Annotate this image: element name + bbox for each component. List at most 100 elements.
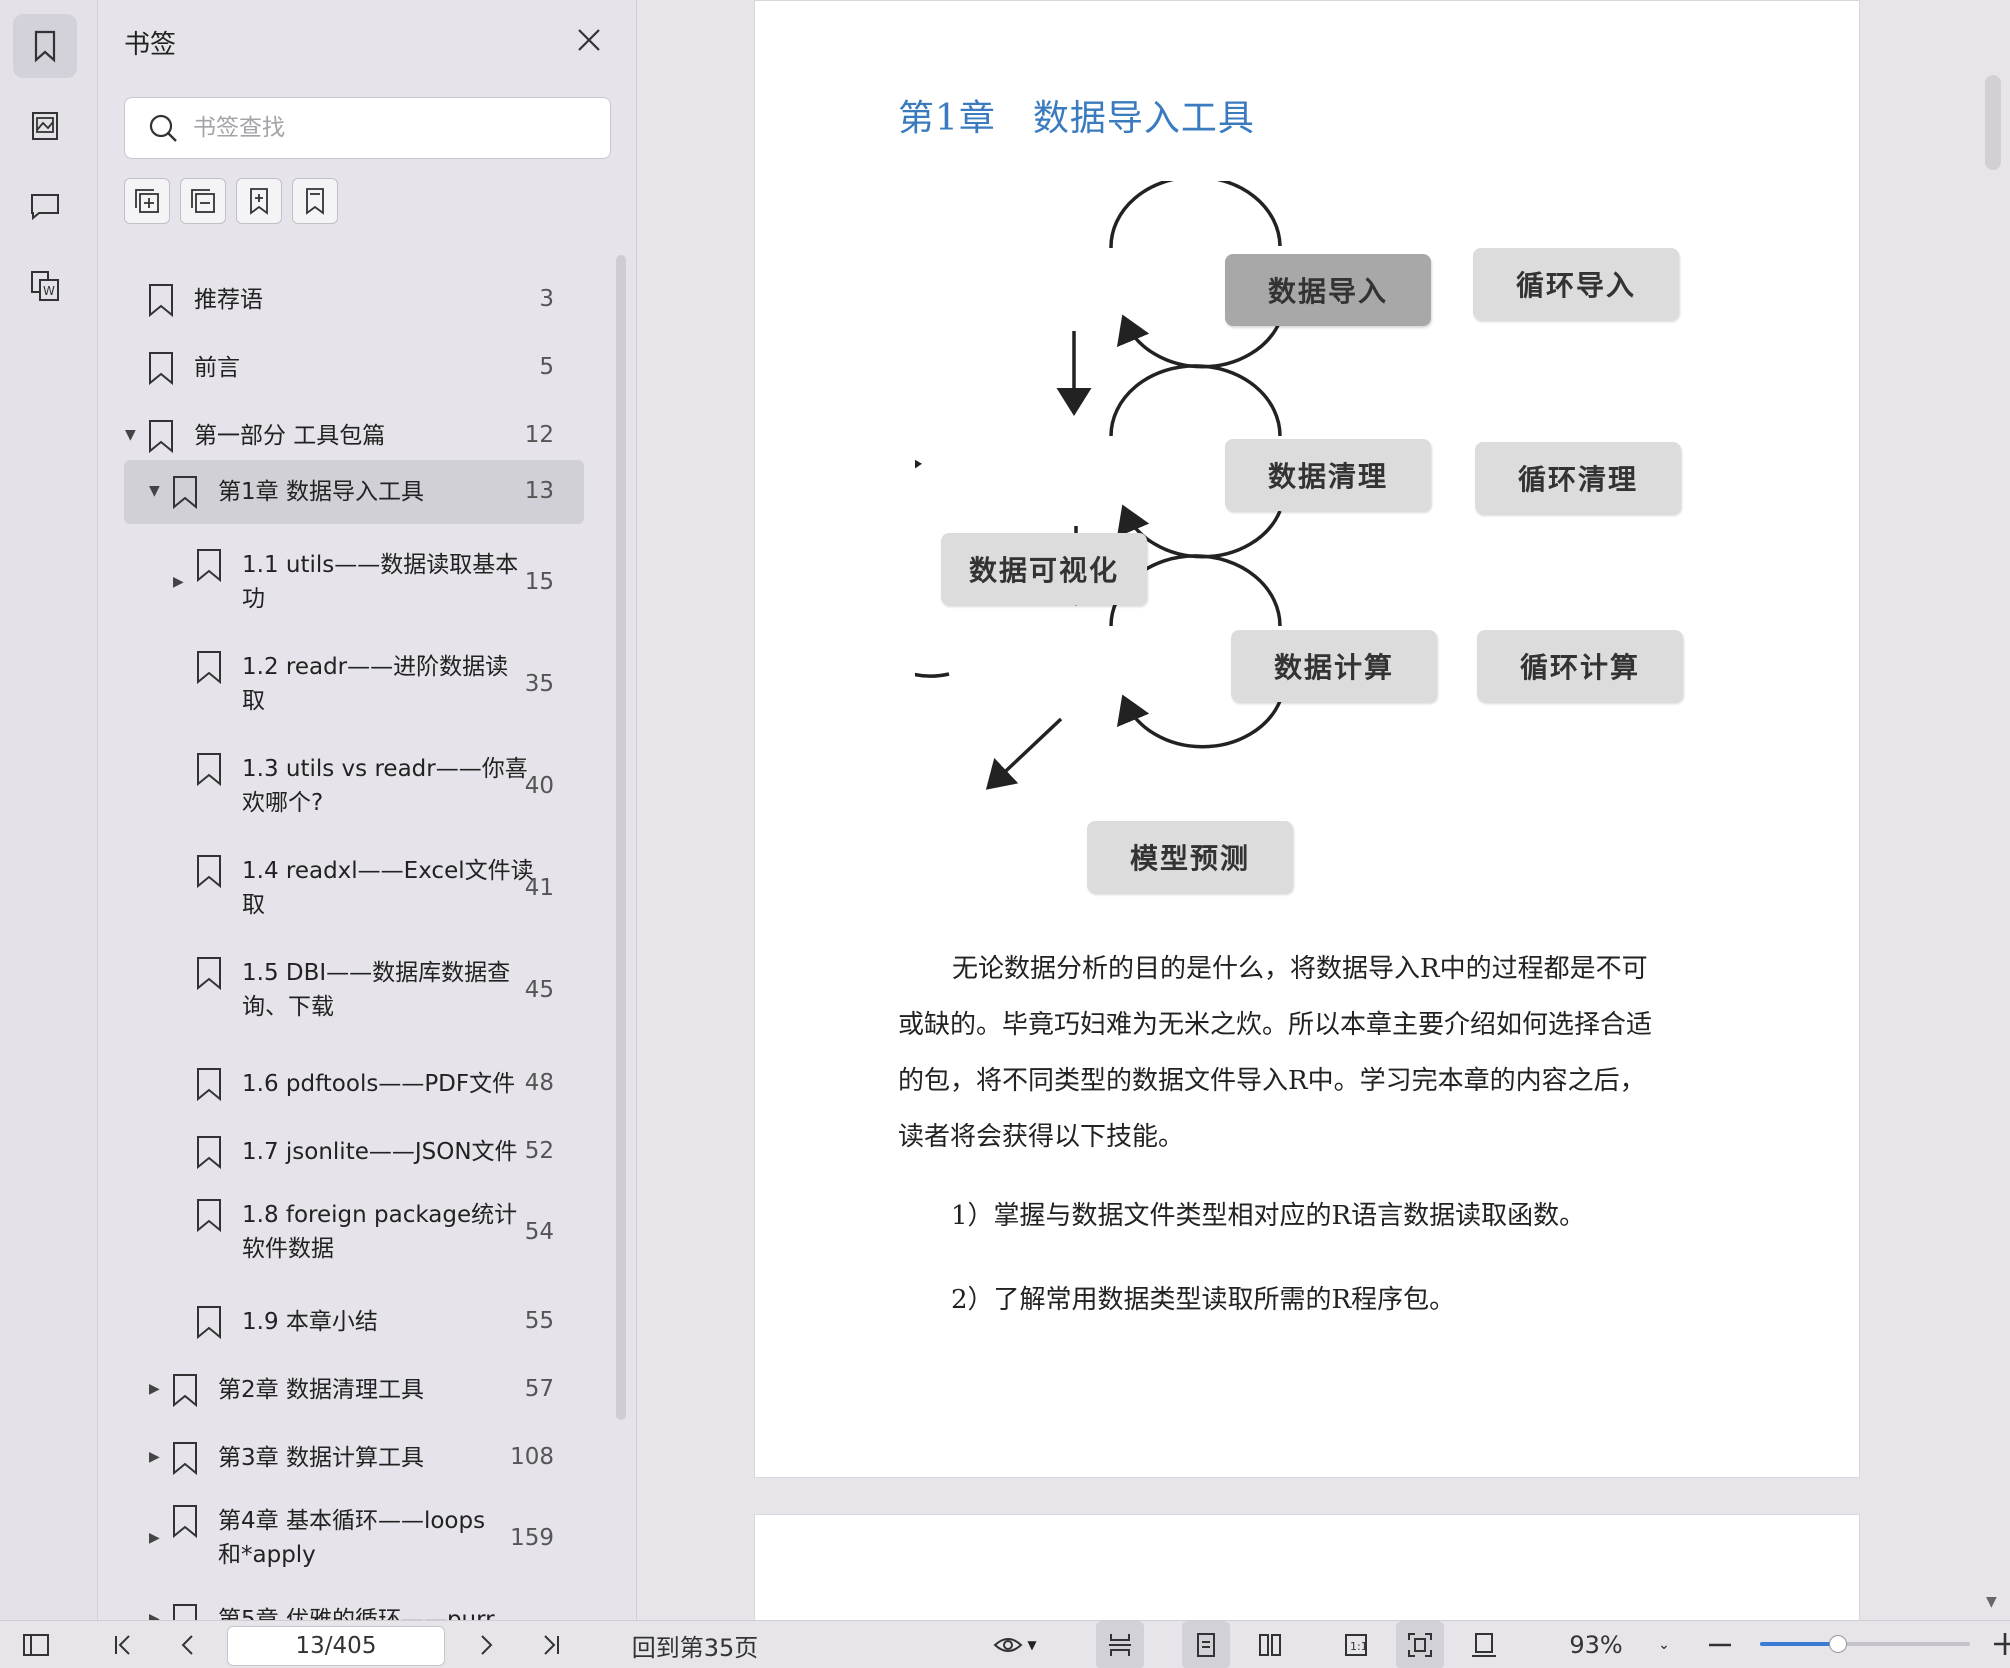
bookmark-icon: [197, 651, 221, 684]
zoom-out-button[interactable]: [1700, 1621, 1740, 1668]
actual-size-icon: 1:1: [1345, 1634, 1368, 1656]
bookmark-page-number: 35: [524, 671, 554, 697]
back-to-page-button[interactable]: 回到第35页: [631, 1633, 759, 1662]
zoom-slider-track[interactable]: [1760, 1642, 1970, 1646]
collapsed-arrow-icon[interactable]: ▶: [173, 574, 184, 590]
bookmark-page-number: 12: [524, 422, 554, 448]
data-compute-node: 数据计算: [1231, 630, 1437, 702]
data-import-node: 数据导入: [1225, 254, 1431, 326]
svg-text:1:1: 1:1: [1350, 1640, 1368, 1653]
collapsed-arrow-icon[interactable]: ▶: [149, 1381, 160, 1397]
collapse-all-icon: [191, 189, 215, 213]
sidebar-toggle-icon: [23, 1634, 49, 1656]
bookmark-icon: [34, 30, 56, 63]
last-page-button[interactable]: [530, 1621, 570, 1668]
bookmark-panel-button[interactable]: [13, 14, 77, 78]
previous-page-button[interactable]: [168, 1621, 208, 1668]
bookmark-icon: [306, 188, 324, 215]
left-icon-rail: W: [0, 0, 98, 1620]
first-page-icon: [115, 1635, 130, 1655]
next-page-button[interactable]: [466, 1621, 506, 1668]
zoom-dropdown-button[interactable]: ⌄: [1650, 1621, 1678, 1668]
annotation-panel-button[interactable]: [13, 174, 77, 238]
thumbnail-panel-button[interactable]: [13, 94, 77, 158]
two-page-button[interactable]: [1246, 1621, 1294, 1668]
bookmark-label: 第5章 优雅的循环——purr: [218, 1607, 495, 1620]
continuous-scroll-button[interactable]: [1096, 1621, 1144, 1668]
toggle-sidebar-button[interactable]: [16, 1621, 56, 1668]
bookmark-icon: [173, 1374, 197, 1407]
bookmark-label: 1.4 readxl——Excel文件读取: [242, 858, 534, 918]
paragraph-line: 或缺的。毕竟巧妇难为无米之炊。所以本章主要介绍如何选择合适: [898, 1010, 1653, 1040]
data-clean-node: 数据清理: [1225, 439, 1431, 511]
paragraph-line: 无论数据分析的目的是什么，将数据导入R中的过程都是不可: [952, 954, 1648, 984]
bookmark-label: 1.3 utils vs readr——你喜欢哪个?: [242, 756, 528, 816]
bookmark-page-number: 54: [524, 1219, 554, 1245]
paragraph-line: 读者将会获得以下技能。: [898, 1122, 1185, 1152]
bookmark-label: 第2章 数据清理工具: [218, 1377, 424, 1403]
bookmark-label: 1.5 DBI——数据库数据查询、下载: [242, 960, 511, 1020]
collapse-all-button[interactable]: [180, 178, 226, 224]
bookmark-label: 1.2 readr——进阶数据读取: [242, 654, 509, 714]
bookmark-page-number: 57: [524, 1376, 554, 1402]
zoom-slider-handle[interactable]: [1828, 1635, 1847, 1653]
collapsed-arrow-icon[interactable]: ▶: [149, 1611, 160, 1620]
pdf-page: 第1章 数据导入工具: [754, 0, 1860, 1478]
fit-page-button[interactable]: [1396, 1621, 1444, 1668]
add-bookmark-button[interactable]: [236, 178, 282, 224]
page-number-input[interactable]: [227, 1626, 445, 1666]
expanded-arrow-icon[interactable]: ▼: [125, 427, 136, 443]
bookmark-scrollbar[interactable]: [616, 255, 626, 1420]
bookmark-item[interactable]: ▶ 第5章 优雅的循环——purr: [124, 1592, 584, 1620]
search-icon: [149, 114, 177, 142]
document-scrollbar[interactable]: [1985, 75, 2001, 170]
convert-panel-button[interactable]: W: [13, 254, 77, 318]
single-page-button[interactable]: [1182, 1621, 1230, 1668]
first-page-button[interactable]: [104, 1621, 144, 1668]
bookmark-item[interactable]: 1.2 readr——进阶数据读取 35: [124, 644, 584, 726]
bookmark-icon: [149, 420, 173, 453]
expand-all-button[interactable]: [124, 178, 170, 224]
bookmark-page-number: 13: [524, 478, 554, 504]
loop-compute-return: [1116, 694, 1282, 749]
scroll-down-arrow-icon[interactable]: ▼: [1986, 1594, 1997, 1610]
collapsed-arrow-icon[interactable]: ▶: [149, 1530, 160, 1546]
fit-width-button[interactable]: [1460, 1621, 1508, 1668]
bookmark-item[interactable]: 1.3 utils vs readr——你喜欢哪个?40: [124, 746, 584, 828]
compute-to-viz-arrow: [915, 672, 950, 678]
zoom-in-button[interactable]: [1990, 1629, 2010, 1659]
bookmark-icon: [197, 855, 221, 888]
single-page-icon: [1197, 1633, 1215, 1657]
collapsed-arrow-icon[interactable]: ▶: [149, 1449, 160, 1465]
zoom-level-label[interactable]: 93%: [1569, 1631, 1623, 1659]
bookmark-icon: [197, 1199, 221, 1232]
actual-size-button[interactable]: 1:1: [1332, 1621, 1380, 1668]
close-panel-button[interactable]: [571, 22, 607, 58]
bookmark-page-number: 3: [539, 286, 554, 312]
loop-import-node: 循环导入: [1473, 248, 1679, 320]
expanded-arrow-icon[interactable]: ▼: [149, 483, 160, 499]
read-mode-dropdown[interactable]: ▼: [985, 1621, 1045, 1668]
bookmark-search-box[interactable]: [124, 97, 611, 159]
bookmark-item[interactable]: ▶ 第2章 数据清理工具 57: [124, 1362, 584, 1418]
bookmark-label: 1.7 jsonlite——JSON文件: [242, 1139, 518, 1165]
bookmark-search-input[interactable]: [193, 115, 573, 141]
bottom-toolbar: 回到第35页 ▼ 1:1 93% ⌄: [0, 1620, 2010, 1668]
bookmark-label: 第3章 数据计算工具: [218, 1445, 424, 1471]
bookmark-button[interactable]: [292, 178, 338, 224]
document-view[interactable]: 第1章 数据导入工具: [638, 0, 2010, 1668]
